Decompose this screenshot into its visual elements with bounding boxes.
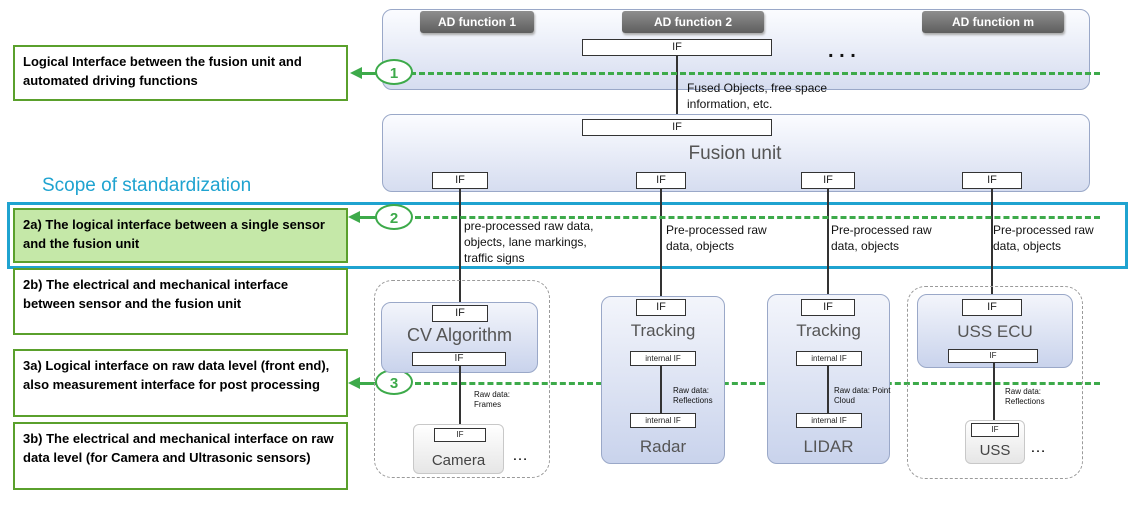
camera-sensor-label: Camera bbox=[431, 452, 486, 469]
fusion-if-3: IF bbox=[801, 172, 855, 189]
interface-line-1 bbox=[410, 72, 1100, 75]
interface-line-2 bbox=[415, 216, 1100, 219]
channel-note-1: pre-processed raw data, objects, lane ma… bbox=[464, 219, 594, 265]
uss-ellipsis: … bbox=[1030, 439, 1046, 456]
radar-raw-line bbox=[660, 366, 662, 413]
arrow-2 bbox=[348, 211, 360, 223]
box-3b-raw-data-electrical: 3b) The electrical and mechanical interf… bbox=[13, 422, 348, 490]
ad-function-2-tab: AD function 2 bbox=[622, 11, 764, 33]
radar-raw-note: Raw data: Reflections bbox=[673, 386, 713, 405]
top-if-box: IF bbox=[582, 39, 772, 56]
uss-sensor-if: IF bbox=[971, 423, 1019, 437]
box-1-fusion-ad-interface: Logical Interface between the fusion uni… bbox=[13, 45, 348, 101]
cv-title-text: CV Algorithm bbox=[406, 325, 513, 345]
uss-if-top: IF bbox=[962, 299, 1022, 316]
lidar-internal-if-1: internal IF bbox=[796, 351, 862, 366]
radar-module bbox=[601, 296, 725, 464]
radar-internal-if-2: internal IF bbox=[630, 413, 696, 428]
camera-raw-note: Raw data: Frames bbox=[474, 390, 511, 409]
fused-connector bbox=[676, 56, 678, 119]
channel-note-4: Pre-processed raw data, objects bbox=[993, 223, 1094, 253]
arrow-3-shaft bbox=[358, 382, 376, 385]
cv-if-bottom: IF bbox=[412, 352, 506, 366]
camera-sensor bbox=[413, 424, 504, 474]
camera-raw-line bbox=[459, 366, 461, 428]
ad-function-m-tab: AD function m bbox=[922, 11, 1064, 33]
cv-algorithm-title: CV Algorithm bbox=[381, 325, 538, 346]
channel-line-4 bbox=[991, 189, 993, 299]
scope-label: Scope of standardization bbox=[42, 175, 252, 196]
arrow-1 bbox=[350, 67, 362, 79]
marker-2: 2 bbox=[375, 204, 413, 230]
fusion-if-4: IF bbox=[962, 172, 1022, 189]
camera-sensor-if: IF bbox=[434, 428, 486, 442]
uss-if-bottom: IF bbox=[948, 349, 1038, 363]
lidar-internal-if-2: internal IF bbox=[796, 413, 862, 428]
channel-line-2 bbox=[660, 189, 662, 299]
camera-ellipsis: … bbox=[512, 447, 528, 464]
lidar-module bbox=[767, 294, 890, 464]
fused-objects-note: Fused Objects, free space information, e… bbox=[687, 81, 828, 111]
top-ellipsis: . . . bbox=[828, 40, 856, 62]
scope-frame bbox=[7, 202, 1128, 269]
lidar-label: LIDAR bbox=[803, 437, 854, 456]
interface-line-3 bbox=[415, 382, 1100, 385]
fusion-if-1: IF bbox=[432, 172, 488, 189]
lidar-if-top: IF bbox=[801, 299, 855, 316]
arrow-1-shaft bbox=[360, 72, 376, 75]
radar-label: Radar bbox=[639, 437, 687, 456]
radar-if-top: IF bbox=[636, 299, 686, 316]
fusion-if-2: IF bbox=[636, 172, 686, 189]
box-2a-logical-sensor-fusion: 2a) The logical interface between a sing… bbox=[13, 208, 348, 263]
channel-note-2: Pre-processed raw data, objects bbox=[666, 223, 767, 253]
uss-raw-note: Raw data: Reflections bbox=[1005, 387, 1045, 406]
channel-note-3: Pre-processed raw data, objects bbox=[831, 223, 932, 253]
channel-line-3 bbox=[827, 189, 829, 299]
lidar-tracking-title: Tracking bbox=[796, 321, 861, 340]
radar-internal-if-1: internal IF bbox=[630, 351, 696, 366]
lidar-raw-line bbox=[827, 366, 829, 413]
arrow-3 bbox=[348, 377, 360, 389]
lidar-raw-note: Raw data: Point Cloud bbox=[834, 386, 891, 405]
camera-group bbox=[374, 280, 550, 478]
marker-1: 1 bbox=[375, 59, 413, 85]
fusion-unit-title: Fusion unit bbox=[688, 143, 782, 164]
channel-line-1 bbox=[459, 189, 461, 305]
cv-if-top: IF bbox=[432, 305, 488, 322]
arrow-2-shaft bbox=[358, 216, 376, 219]
ad-function-1-tab: AD function 1 bbox=[420, 11, 534, 33]
radar-tracking-title: Tracking bbox=[630, 321, 696, 340]
fusion-top-if-box: IF bbox=[582, 119, 772, 136]
uss-ecu-title: USS ECU bbox=[957, 322, 1033, 341]
uss-sensor-label: USS bbox=[979, 442, 1011, 459]
box-3a-raw-data-logical: 3a) Logical interface on raw data level … bbox=[13, 349, 348, 417]
uss-raw-line bbox=[993, 363, 995, 423]
uss-group bbox=[907, 286, 1083, 479]
box-2b-electrical-mechanical: 2b) The electrical and mechanical interf… bbox=[13, 268, 348, 335]
